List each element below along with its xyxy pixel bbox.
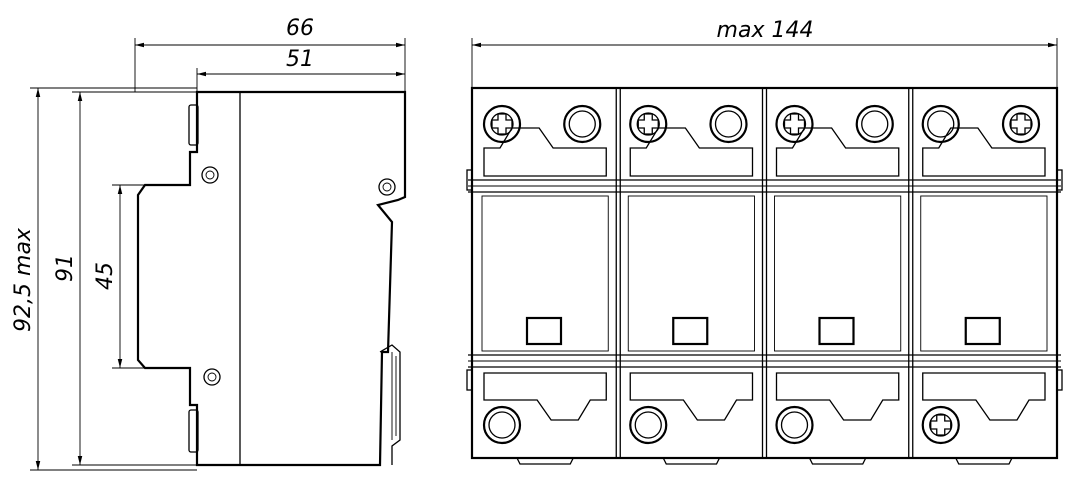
- side-view: 66 51 92,5 max 91 45: [11, 16, 407, 471]
- indicator-window: [964, 316, 1001, 346]
- dim-side-depth-total: 66: [286, 16, 314, 41]
- front-frame: [470, 86, 1059, 460]
- side-connector: [379, 344, 401, 465]
- side-screw-right: [378, 178, 396, 196]
- module-3: [761, 88, 902, 465]
- module-2: [615, 88, 755, 465]
- module-4: [908, 88, 1048, 465]
- bottom-terminal-bump: [188, 409, 199, 453]
- side-screw-top: [201, 166, 219, 184]
- side-body-outline: [136, 90, 407, 467]
- dim-side-height: 91: [53, 254, 78, 282]
- dim-front-width-max: max 144: [717, 18, 814, 43]
- indicator-window: [672, 316, 709, 346]
- dim-side-depth-body: 51: [286, 47, 314, 72]
- front-width-dimension: max 144: [471, 18, 1058, 88]
- indicator-window: [525, 316, 563, 346]
- dim-side-height-max: 92,5 max: [11, 227, 36, 332]
- module-1: [481, 104, 609, 465]
- front-view: [466, 86, 1063, 465]
- top-terminal-bump: [188, 104, 199, 146]
- indicator-window: [818, 316, 855, 346]
- dim-din-rail-height: 45: [93, 262, 118, 290]
- side-screw-bottom: [203, 368, 221, 386]
